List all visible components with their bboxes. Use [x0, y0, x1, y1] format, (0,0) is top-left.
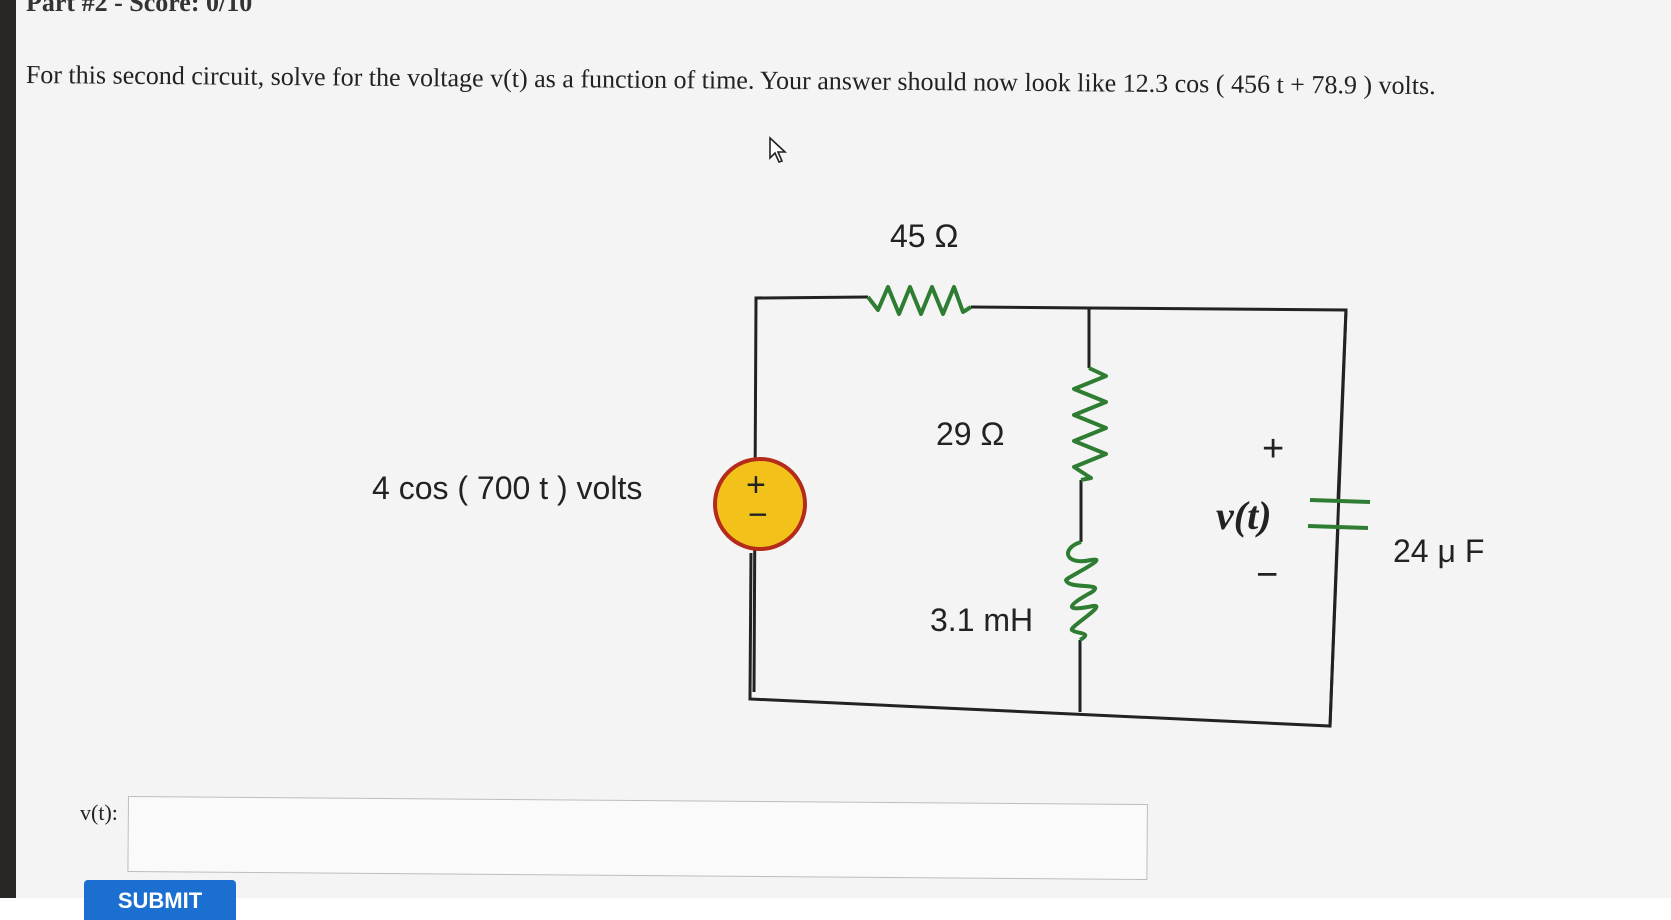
vt-minus-sign: − [1256, 554, 1279, 596]
wire-top [748, 305, 1348, 728]
wire-left [752, 295, 869, 693]
resistor-series [866, 285, 973, 316]
vt-plus-sign: + [1262, 428, 1285, 470]
circuit-diagram [713, 285, 1371, 728]
monitor-bezel [0, 0, 16, 898]
capacitor-plate-bottom [1307, 524, 1369, 530]
label-resistor-45: 45 Ω [890, 218, 959, 254]
resistor-shunt [1072, 366, 1108, 482]
question-page: Part #2 - Score: 0/10 For this second ci… [16, 0, 1671, 920]
label-capacitor: 24 μ F [1393, 533, 1485, 569]
wire-capacitor [1328, 309, 1348, 727]
part-title: Part #2 - Score: 0/10 [26, 0, 253, 17]
submit-button[interactable]: SUBMIT [84, 880, 236, 920]
label-source: 4 cos ( 700 t ) volts [372, 470, 643, 506]
voltage-source [713, 457, 807, 551]
source-plus-sign: + [746, 466, 766, 504]
label-inductor: 3.1 mH [930, 602, 1034, 638]
label-vt: v(t) [1216, 493, 1272, 538]
mouse-cursor-icon [769, 136, 788, 163]
label-resistor-29: 29 Ω [936, 416, 1005, 452]
source-minus-sign: − [748, 496, 768, 534]
answer-input[interactable] [127, 796, 1148, 881]
answer-label: v(t): [80, 800, 118, 825]
capacitor-plate-top [1309, 498, 1371, 504]
inductor-coil [1064, 540, 1099, 642]
